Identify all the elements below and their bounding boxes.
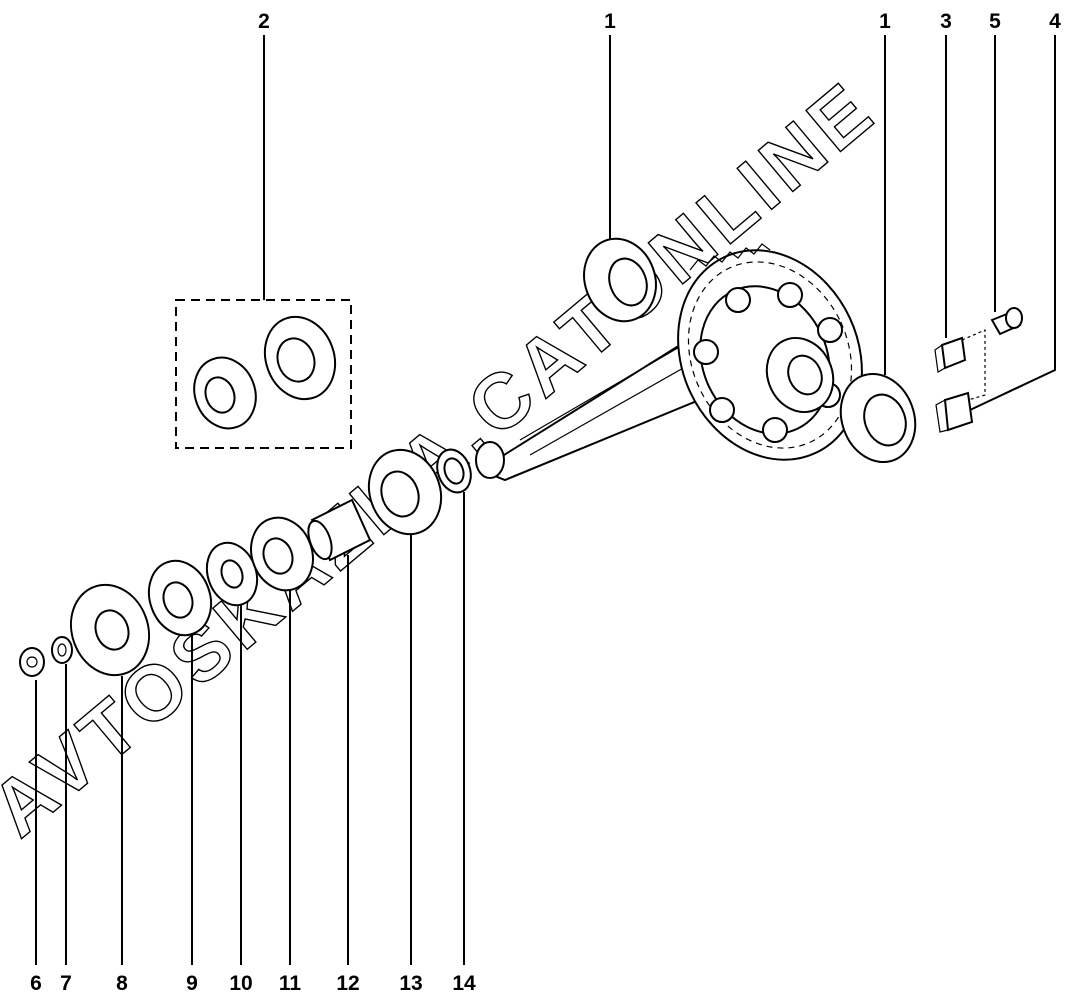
callout-12: 12	[336, 972, 359, 995]
callout-11: 11	[279, 972, 302, 995]
callout-3: 3	[940, 10, 952, 33]
callout-1-left: 1	[604, 10, 616, 33]
callout-4: 4	[1049, 10, 1061, 33]
bearing-kit-2	[175, 299, 352, 449]
callout-6: 6	[30, 972, 42, 995]
leader-lines	[35, 35, 1056, 965]
differential-assembly	[475, 243, 863, 482]
callout-14: 14	[452, 972, 476, 995]
callout-7: 7	[60, 972, 72, 995]
clip-4	[935, 391, 974, 433]
callout-10: 10	[229, 972, 252, 995]
bolt-5	[990, 307, 1023, 336]
bearing-11	[250, 516, 314, 592]
flange-8	[69, 583, 151, 677]
shim-10	[205, 541, 259, 607]
bearing-race-1-left	[583, 237, 657, 323]
clip-3	[934, 336, 967, 373]
bearing-race-1-right	[839, 372, 917, 464]
callout-13: 13	[399, 972, 422, 995]
callout-1-right: 1	[879, 10, 891, 33]
callout-8: 8	[116, 972, 128, 995]
shim-14	[436, 448, 472, 494]
callout-5: 5	[989, 10, 1001, 33]
washer-7	[51, 636, 73, 664]
bearing-13	[367, 448, 443, 536]
nut-6	[19, 647, 45, 677]
spacer-12	[307, 498, 372, 562]
callout-9: 9	[186, 972, 198, 995]
callout-2: 2	[258, 10, 270, 33]
seal-9	[147, 559, 213, 637]
